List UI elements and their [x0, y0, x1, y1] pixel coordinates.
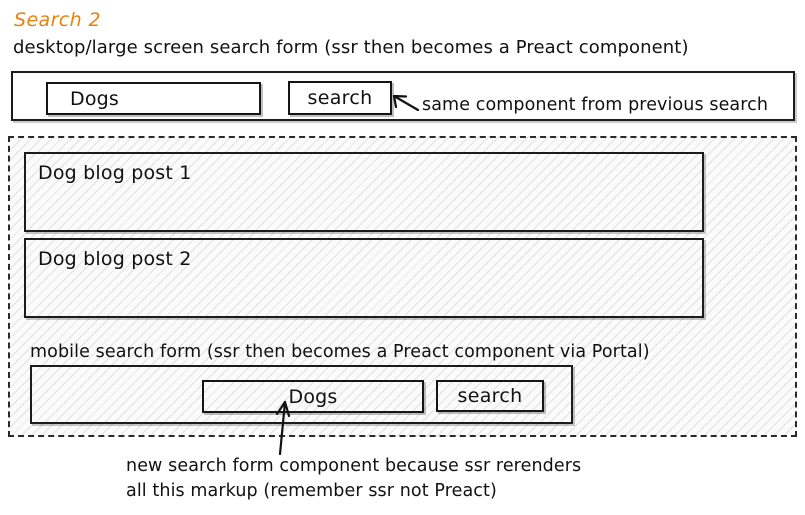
mobile-search-button-label: search [457, 385, 523, 407]
desktop-search-form: Dogs search [11, 71, 795, 121]
ssr-rerendered-region: Dog blog post 1 Dog blog post 2 mobile s… [8, 136, 797, 437]
mobile-form-caption: mobile search form (ssr then becomes a P… [30, 342, 650, 362]
desktop-search-input-value: Dogs [70, 87, 120, 110]
arrow-up-icon [275, 400, 291, 456]
page-title: Search 2 [14, 9, 102, 31]
mobile-search-form: Dogs search [30, 365, 573, 424]
mobile-search-input[interactable]: Dogs [202, 380, 424, 413]
desktop-search-input[interactable]: Dogs [46, 82, 261, 115]
blog-post-title: Dog blog post 1 [38, 162, 192, 184]
mobile-search-button[interactable]: search [436, 380, 544, 412]
desktop-form-caption: desktop/large screen search form (ssr th… [13, 37, 689, 58]
blog-post-title: Dog blog post 2 [38, 248, 192, 270]
desktop-form-annotation: same component from previous search [422, 95, 769, 115]
footer-note-line-1: new search form component because ssr re… [126, 456, 582, 476]
desktop-search-button-label: search [307, 87, 373, 109]
blog-post-card[interactable]: Dog blog post 1 [24, 152, 704, 232]
desktop-search-button[interactable]: search [288, 81, 392, 115]
blog-post-card[interactable]: Dog blog post 2 [24, 238, 704, 318]
footer-note-line-2: all this markup (remember ssr not Preact… [126, 481, 497, 501]
mobile-search-input-value: Dogs [288, 385, 338, 408]
arrow-left-icon [392, 94, 420, 112]
